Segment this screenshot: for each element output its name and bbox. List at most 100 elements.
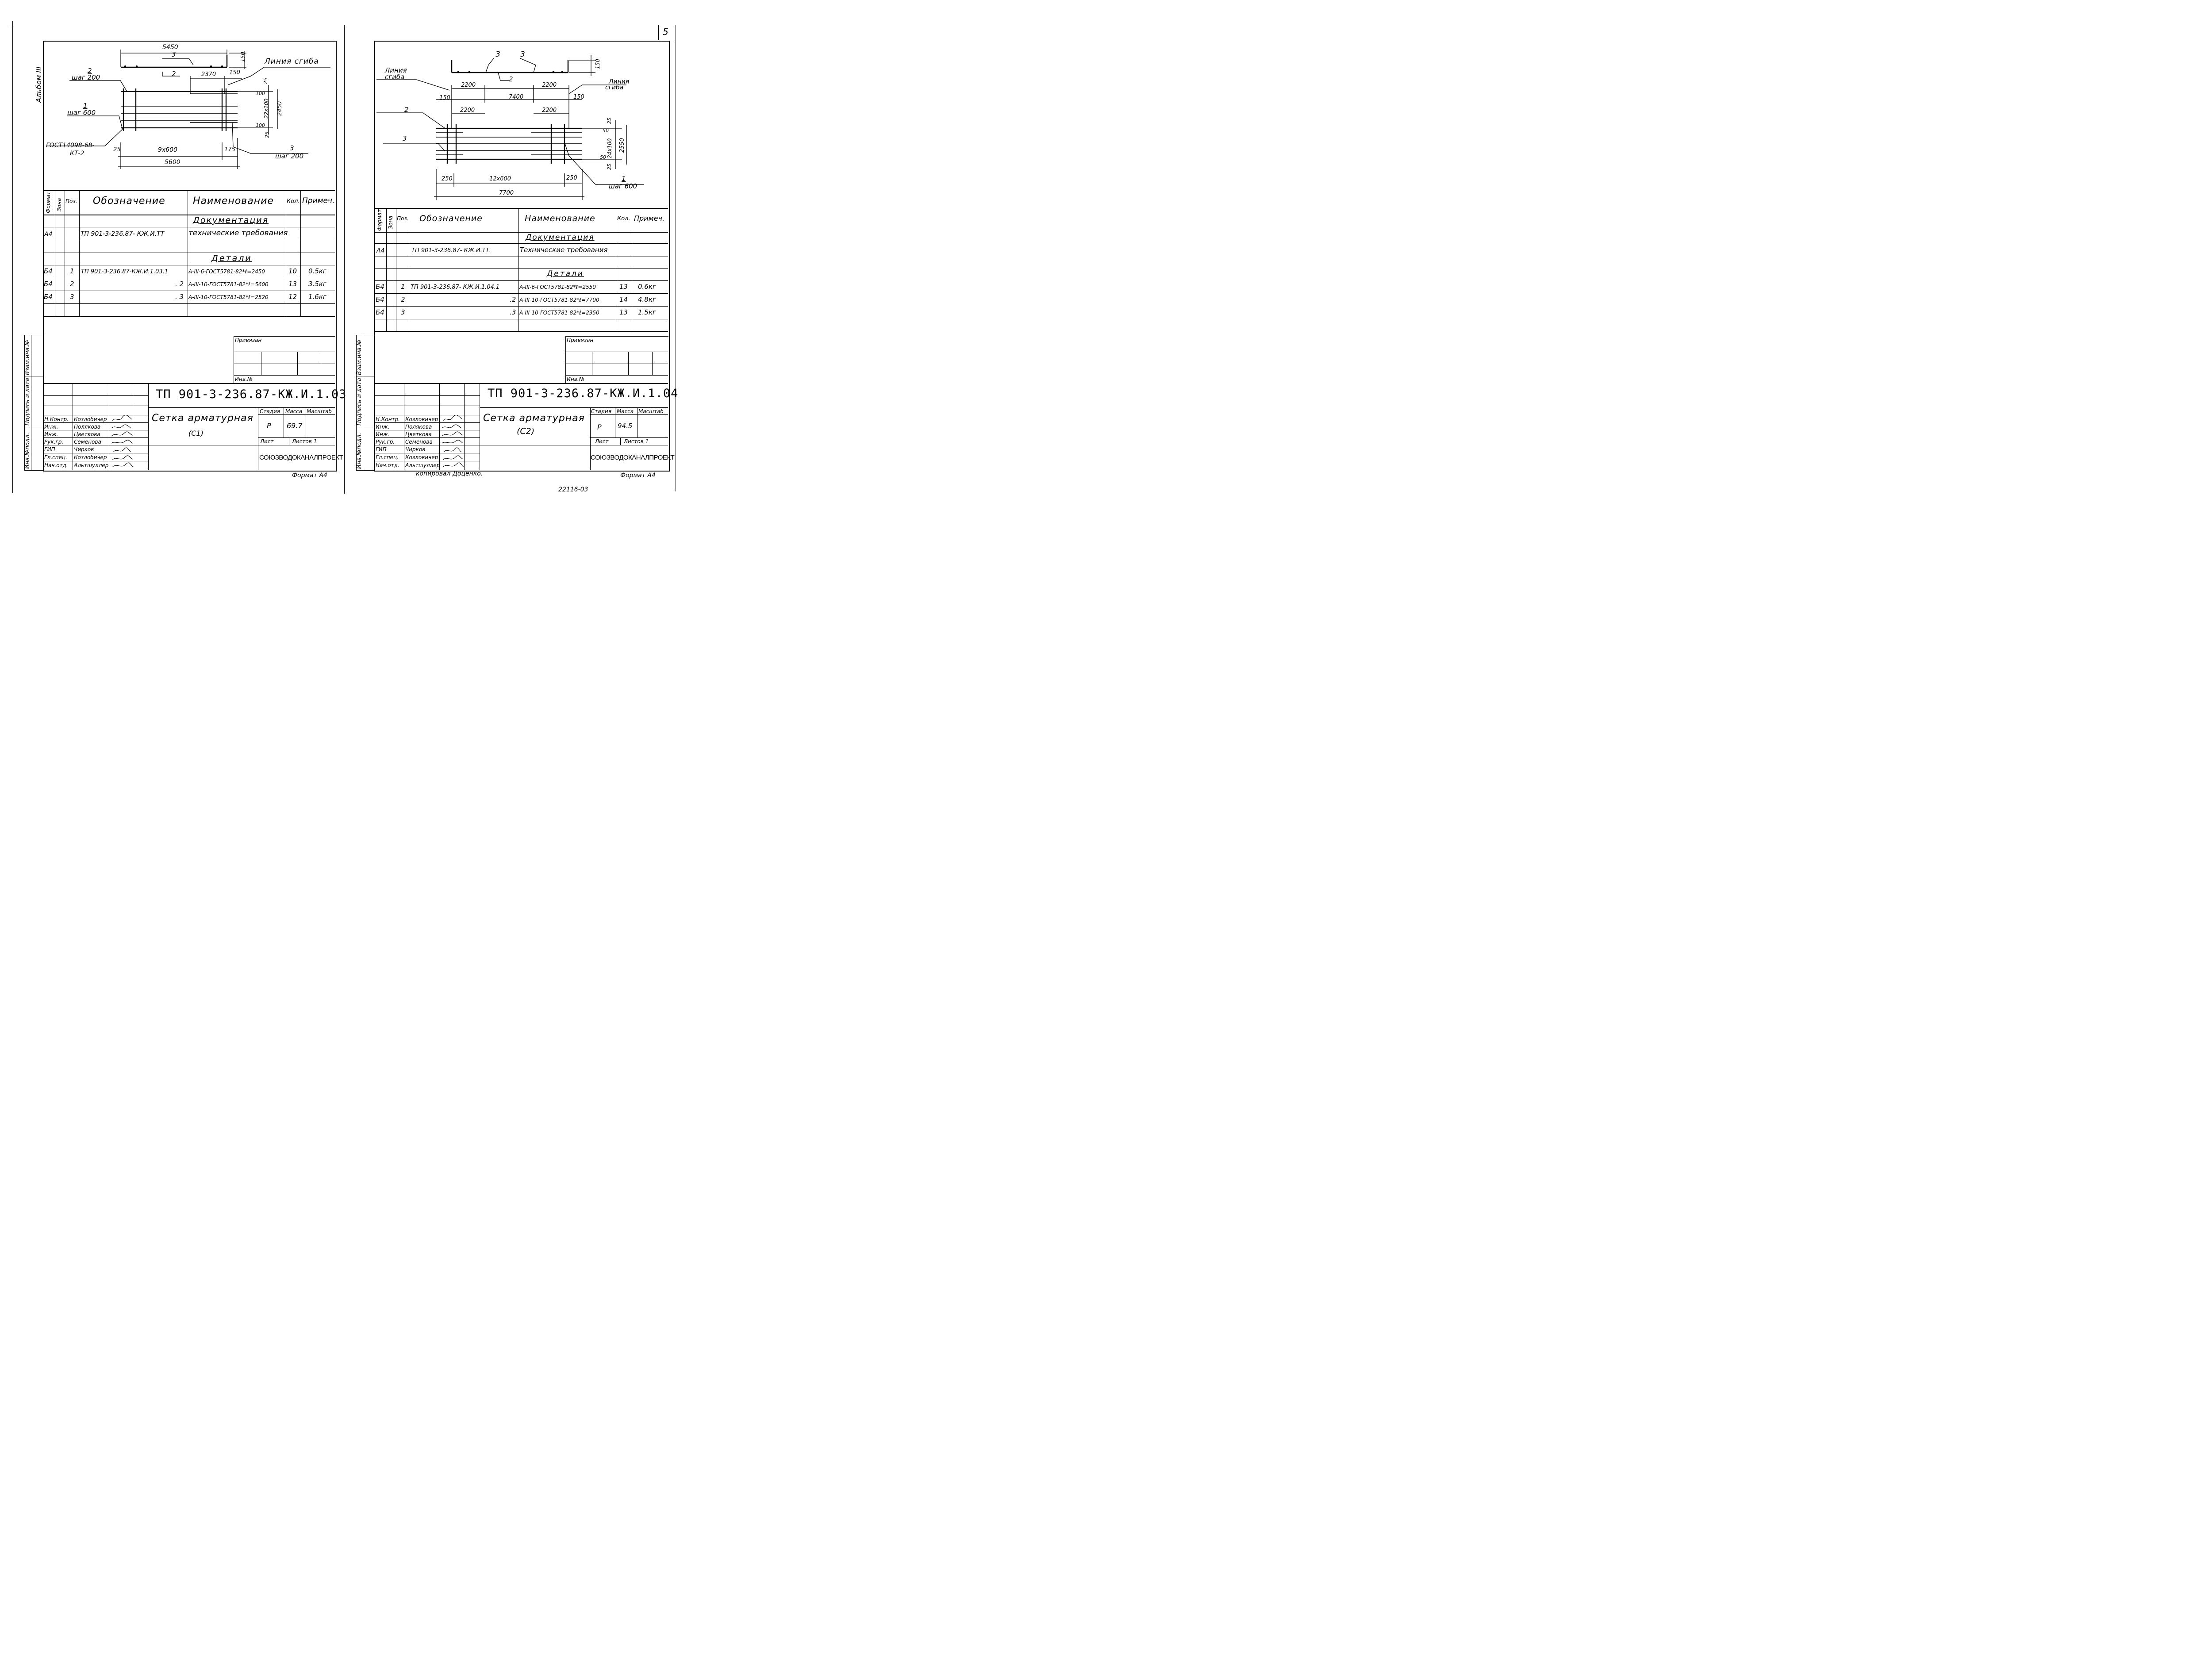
pos2-step: шаг 200: [72, 73, 100, 81]
left-border-line: [12, 21, 13, 493]
row2-qty: 13: [288, 280, 297, 288]
row2-name: А-III-10-ГОСТ5781-82*ℓ=5600: [188, 281, 269, 288]
r-spec-col: [518, 208, 519, 331]
right-stage: Р: [597, 423, 602, 431]
r-doc-designation: ТП 901-3-236.87- КЖ.И.ТТ.: [411, 247, 491, 254]
dim-175: 175: [224, 146, 235, 153]
right-sheets-h: Листов 1: [624, 438, 649, 445]
r-row2-pos: 2: [401, 295, 405, 303]
tb-col: [148, 383, 149, 470]
spec-top-line: [43, 190, 335, 191]
r-row3-note: 1.5кг: [638, 308, 656, 316]
left-sheet-h: Лист: [260, 438, 274, 445]
left-format: Формат А4: [292, 472, 327, 479]
pos3-mark: 3: [172, 50, 176, 58]
dim-9x600: 9x600: [158, 146, 177, 153]
r-pos3a: 3: [495, 50, 500, 59]
tb-row: [43, 395, 148, 396]
r-row1-qty: 13: [619, 283, 628, 291]
left-sheets-h: Листов 1: [292, 438, 317, 445]
r-row2-qty: 14: [619, 295, 628, 303]
doc-designation: ТП 901-3-236.87- КЖ.И.ТТ: [81, 230, 165, 238]
archive-number: 22116-03: [558, 486, 588, 493]
left-name-5: Чирков: [74, 446, 94, 453]
r-bend-line-l2: сгиба: [385, 73, 405, 81]
pos1-label: 1: [83, 102, 88, 110]
side-replace-inv: Взам.инв.№: [24, 340, 31, 375]
pos3-step: шаг 200: [275, 152, 304, 160]
r-row1-format: Б4: [376, 283, 384, 291]
right-name-1: Козловичер: [405, 416, 438, 422]
pos2-label: 2: [88, 67, 92, 75]
right-code: ТП 901-3-236.87-КЖ.И.1.04: [488, 387, 679, 400]
r-privyazan-line: [565, 375, 668, 376]
r-dim-12x600: 12x600: [489, 176, 511, 182]
r-row3-qty: 13: [619, 308, 628, 316]
right-subtitle: (С2): [517, 426, 535, 436]
left-name-6: Козлобичер: [74, 454, 107, 460]
right-inv-no: Инв.№: [567, 376, 585, 382]
left-name-3: Цветкова: [74, 431, 100, 437]
left-role-1: Н.Контр.: [44, 416, 69, 422]
r-row2-name: А-III-10-ГОСТ5781-82*ℓ=7700: [519, 297, 599, 303]
hdr-zone: Зона: [56, 198, 62, 211]
left-org: СОЮЗВОДОКАНАЛПРОЕКТ: [259, 454, 343, 461]
right-role-1: Н.Контр.: [376, 416, 400, 422]
row3-pos: 3: [70, 293, 74, 301]
tb-row: [43, 437, 148, 438]
right-sheet-h: Лист: [595, 438, 609, 445]
r-spec-bottom-line: [374, 331, 668, 332]
left-stage: Р: [267, 422, 271, 430]
r-dim-2200-c: 2200: [460, 107, 475, 114]
right-mesh-drawing: [376, 55, 644, 200]
r-dim-2550: 2550: [619, 138, 626, 153]
page-number: 5: [663, 27, 668, 37]
row2-format: Б4: [44, 280, 53, 288]
privyazan-line: [234, 375, 335, 376]
r-tb-row: [590, 437, 668, 438]
left-inv-no: Инв.№: [235, 376, 253, 382]
r-hdr-zone: Зона: [388, 215, 394, 229]
r-pos1-step: шаг 600: [609, 182, 637, 190]
left-subtitle: (С1): [188, 429, 204, 437]
r-dim-250-l: 250: [442, 176, 453, 182]
doc-format: А4: [44, 231, 53, 238]
r-dim-2200-a: 2200: [461, 82, 476, 88]
hdr-format: Формат: [45, 192, 51, 213]
r-side-inv-orig: Инв.№подл.: [356, 433, 363, 469]
r-dim-250-r: 250: [566, 175, 577, 181]
r-tb-col: [620, 437, 621, 445]
left-role-7: Нач.отд.: [44, 462, 68, 468]
r-spec-row-line: [374, 268, 668, 269]
spec-bottom-line: [43, 316, 335, 317]
right-sheet-frame: [374, 41, 670, 472]
right-name-2: Полякова: [405, 424, 432, 430]
r-spec-row-line: [374, 293, 668, 294]
r-tb-col: [464, 383, 465, 470]
right-name-3: Цветкова: [405, 431, 432, 437]
hdr-name: Наименование: [193, 196, 274, 207]
dim-100-bot: 100: [256, 123, 265, 128]
right-role-3: Инж.: [376, 431, 390, 437]
right-format: Формат А4: [620, 472, 656, 479]
left-scale-h: Масштаб: [307, 408, 332, 414]
album-label: Альбом III: [35, 66, 43, 103]
r-hdr-qty: Кол.: [617, 215, 630, 222]
left-name-2: Полякова: [74, 424, 101, 430]
right-role-5: ГИП: [376, 446, 387, 453]
r-bend-line-l1: Линия: [385, 66, 407, 74]
hdr-qty: Кол.: [287, 198, 300, 205]
right-privyazan-box: [565, 336, 668, 383]
r-pos2-label: 2: [404, 106, 409, 114]
r-tb-row: [374, 437, 480, 438]
r-dim-25-bot: 25: [607, 164, 612, 170]
r-section-parts: Детали: [547, 269, 584, 278]
row3-name: А-III-10-ГОСТ5781-82*ℓ=2520: [188, 294, 269, 300]
pos2-inner: 2: [172, 70, 176, 78]
r-dim-24x100: 24x100: [607, 138, 613, 158]
r-dim-50-top: 50: [603, 128, 609, 134]
r-tb-row: [480, 407, 668, 408]
right-privyazan: Привязан: [567, 337, 594, 343]
left-role-2: Инж.: [44, 424, 58, 430]
dim-100-top: 100: [256, 91, 265, 96]
